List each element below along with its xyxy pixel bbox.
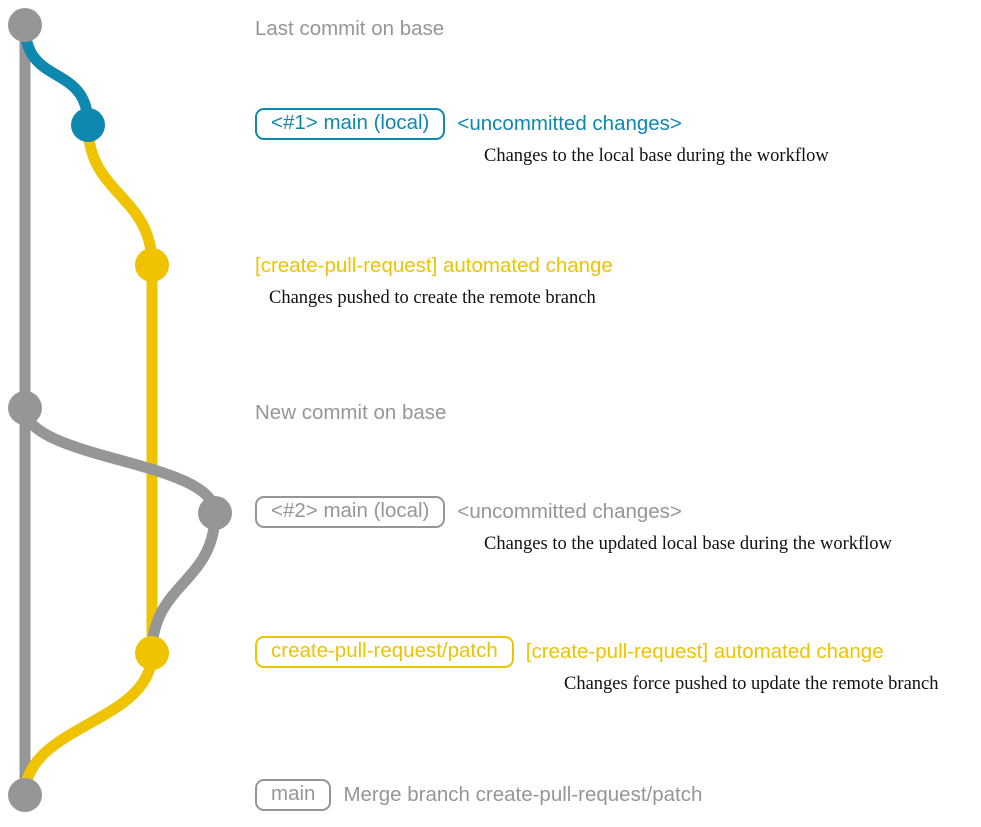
edge-local-2-to-automated-2 bbox=[146, 512, 221, 654]
commit-row-base-last-head: Last commit on base bbox=[255, 14, 444, 44]
branch-ref-pill-local-1[interactable]: <#1> main (local) bbox=[255, 107, 446, 141]
commit-row-base-last: Last commit on base bbox=[255, 14, 444, 44]
commit-subject-base-last: Last commit on base bbox=[255, 16, 445, 40]
edge-base-new-to-local-2 bbox=[19, 407, 221, 514]
commit-row-merge: main Merge branch create-pull-request/pa… bbox=[255, 778, 703, 812]
commit-subject-local-1: <uncommitted changes> bbox=[457, 111, 682, 135]
commit-row-automated-2-head: create-pull-request/patch [create-pull-r… bbox=[255, 635, 939, 669]
commit-subject-automated-2: [create-pull-request] automated change bbox=[525, 639, 884, 663]
commit-node-local-2[interactable] bbox=[198, 496, 232, 530]
commit-row-automated-1-head: [create-pull-request] automated change bbox=[255, 251, 613, 281]
commit-row-local-2-head: <#2> main (local) <uncommitted changes> bbox=[255, 495, 892, 529]
commit-description-automated-2: Changes force pushed to update the remot… bbox=[564, 674, 939, 694]
commit-node-automated-1[interactable] bbox=[135, 248, 169, 282]
commit-description-automated-1: Changes pushed to create the remote bran… bbox=[269, 288, 596, 308]
commit-row-merge-head: main Merge branch create-pull-request/pa… bbox=[255, 778, 703, 812]
commit-row-base-new: New commit on base bbox=[255, 398, 446, 428]
commit-node-automated-2[interactable] bbox=[135, 636, 169, 670]
commit-subject-base-new: New commit on base bbox=[255, 400, 447, 424]
branch-ref-pill-local-2[interactable]: <#2> main (local) bbox=[255, 495, 446, 529]
commit-row-local-1: <#1> main (local) <uncommitted changes> … bbox=[255, 107, 829, 167]
commit-subject-automated-1: [create-pull-request] automated change bbox=[255, 253, 613, 277]
commit-node-local-1[interactable] bbox=[71, 108, 105, 142]
commit-subject-merge: Merge branch create-pull-request/patch bbox=[343, 782, 703, 806]
edge-local-1-to-automated-1 bbox=[82, 124, 158, 266]
commit-subject-local-2: <uncommitted changes> bbox=[457, 499, 682, 523]
commit-node-base-last[interactable] bbox=[8, 8, 42, 42]
edge-automated-2-to-merge bbox=[19, 652, 158, 796]
commit-row-automated-1: [create-pull-request] automated change C… bbox=[255, 251, 613, 309]
commit-node-base-new[interactable] bbox=[8, 391, 42, 425]
commit-row-automated-2: create-pull-request/patch [create-pull-r… bbox=[255, 635, 939, 695]
commit-node-merge[interactable] bbox=[8, 778, 42, 812]
commit-description-local-2: Changes to the updated local base during… bbox=[484, 534, 892, 554]
commit-row-local-1-head: <#1> main (local) <uncommitted changes> bbox=[255, 107, 829, 141]
branch-ref-pill-main[interactable]: main bbox=[255, 778, 332, 812]
branch-ref-pill-automated-2[interactable]: create-pull-request/patch bbox=[255, 635, 514, 669]
edge-base-to-local-1 bbox=[19, 24, 94, 126]
commit-row-base-new-head: New commit on base bbox=[255, 398, 446, 428]
commit-row-local-2: <#2> main (local) <uncommitted changes> … bbox=[255, 495, 892, 555]
commit-description-local-1: Changes to the local base during the wor… bbox=[484, 146, 829, 166]
